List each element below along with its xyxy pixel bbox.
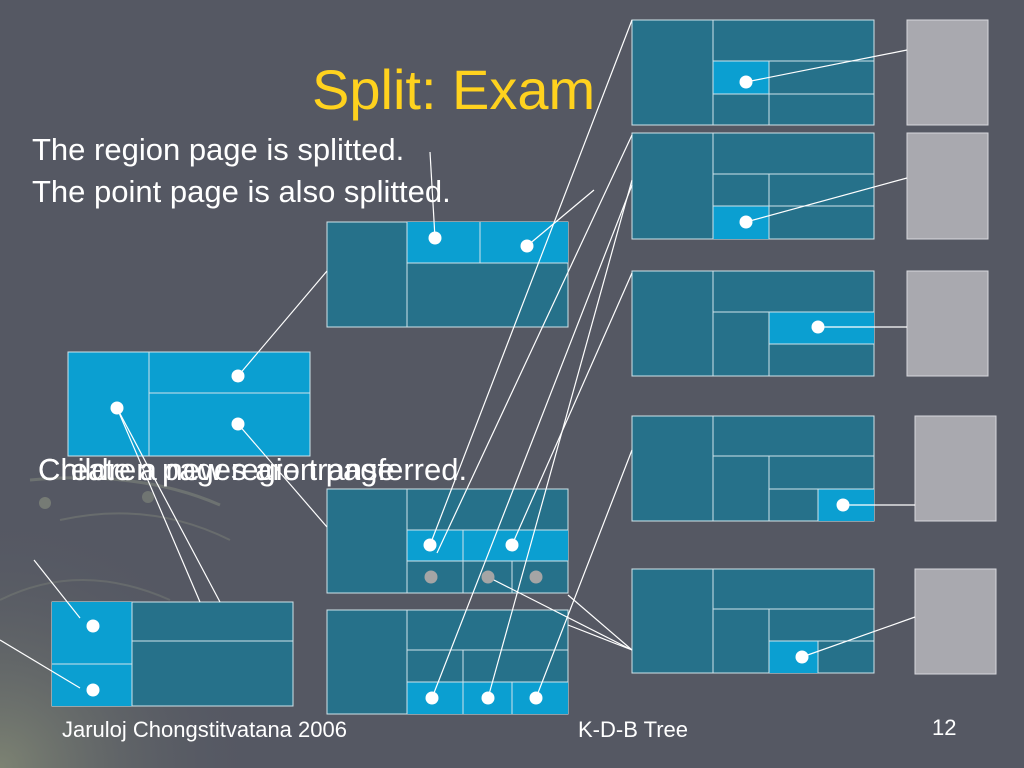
- split-region-page-a: [326, 488, 569, 594]
- region-page-upper: [326, 221, 569, 328]
- footer-author: Jaruloj Chongstitvatana 2006: [62, 717, 347, 742]
- point-page-5: [914, 568, 997, 675]
- split-region-page-b: [326, 609, 569, 715]
- region-page-right-5: [631, 568, 875, 674]
- point-page-3: [906, 270, 989, 377]
- connector-lines: [0, 19, 916, 699]
- slide-title: Split: Exam: [312, 58, 596, 121]
- point-page-2: [906, 132, 989, 240]
- region-page-right-2: [631, 132, 875, 240]
- region-page-right-1: [631, 19, 875, 126]
- new-region-page: [51, 601, 294, 707]
- footer-page-number: 12: [932, 715, 957, 740]
- overlapping-caption-2: Create a new region page: [38, 452, 395, 487]
- point-page-4: [914, 415, 997, 522]
- region-page-right-3: [631, 270, 875, 377]
- data-points: [86, 75, 850, 705]
- overlapping-caption-1: Children pages are transferred.: [38, 452, 468, 487]
- footer-topic: K-D-B Tree: [578, 717, 689, 742]
- region-page-right-4: [631, 415, 875, 522]
- body-line-1: The region page is splitted.: [32, 132, 405, 167]
- point-pages: [906, 19, 997, 675]
- point-page-1: [906, 19, 989, 126]
- body-line-2: The point page is also splitted.: [32, 174, 451, 209]
- root-region-page: [67, 351, 311, 457]
